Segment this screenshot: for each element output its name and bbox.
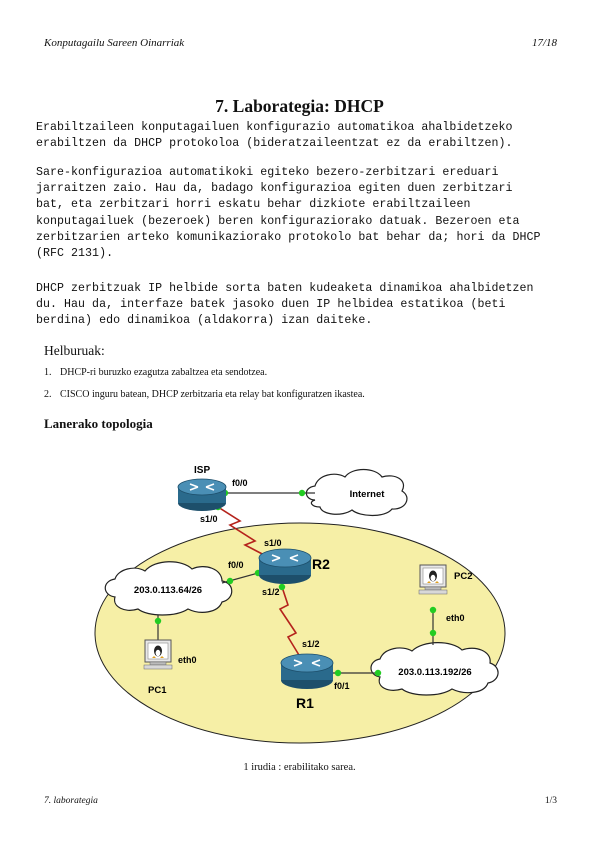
page-number-footer: 1/3 xyxy=(544,796,557,806)
router-isp-icon xyxy=(177,478,227,511)
pc1-computer-icon xyxy=(143,639,173,670)
router-r1-icon xyxy=(280,653,334,689)
pc2-eth-label: eth0 xyxy=(446,613,465,623)
dhcp-service-paragraph: DHCP zerbitzuak IP helbide sorta baten k… xyxy=(36,282,534,328)
router-r2-icon xyxy=(258,548,312,584)
client-server-paragraph: Sare-konfigurazioa automatikoki egiteko … xyxy=(36,166,541,261)
network-left-label: 203.0.113.64/26 xyxy=(134,585,202,596)
r2-label: R2 xyxy=(312,556,330,572)
page-header-left: Konputagailu Sareen Oinarriak xyxy=(44,37,185,49)
network-cloud-right: 203.0.113.192/26 xyxy=(370,642,499,696)
list-item-text: DHCP-ri buruzko ezagutza zabaltzea eta s… xyxy=(60,367,268,378)
objectives-heading: Helburuak: xyxy=(44,343,105,358)
serial-link-r2-r1 xyxy=(278,586,303,661)
r2-f00-label: f0/0 xyxy=(228,560,244,570)
serial-link-isp-r2 xyxy=(217,506,271,559)
objectives-list: 1. DHCP-ri buruzko ezagutza zabaltzea eta… xyxy=(44,362,365,406)
internet-label: Internet xyxy=(350,489,386,500)
page-footer-left: 7. laborategia xyxy=(44,796,98,806)
link-dot xyxy=(429,629,437,637)
topology-heading: Lanerako topologia xyxy=(44,416,153,431)
list-item-text: CISCO inguru batean, DHCP zerbitzaria et… xyxy=(60,389,365,400)
r2-s12-label: s1/2 xyxy=(262,587,280,597)
internet-cloud: Internet xyxy=(305,468,408,517)
pc2-computer-icon xyxy=(418,564,448,595)
link-dot xyxy=(154,617,162,625)
isp-label: ISP xyxy=(194,465,210,476)
r2-s10-label: s1/0 xyxy=(264,538,282,548)
network-cloud-left: 203.0.113.64/26 xyxy=(104,561,233,616)
pc1-eth-label: eth0 xyxy=(178,655,197,665)
list-item-number: 1. xyxy=(44,367,52,378)
r1-s12-label: s1/2 xyxy=(302,639,320,649)
page-number-header: 17/18 xyxy=(531,37,557,49)
r1-f01-label: f0/1 xyxy=(334,681,350,691)
pc2-label: PC2 xyxy=(454,571,472,582)
intro-paragraph: Erabiltzaileen konputagailuen konfiguraz… xyxy=(36,121,513,151)
link-dot xyxy=(278,583,286,591)
figure-caption: 1 irudia : erabilitako sarea. xyxy=(243,762,356,773)
isp-f00-label: f0/0 xyxy=(232,478,248,488)
list-item: 2. CISCO inguru batean, DHCP zerbitzaria … xyxy=(44,384,365,406)
link-dot xyxy=(298,489,306,497)
network-right-label: 203.0.113.192/26 xyxy=(398,667,471,678)
r1-label: R1 xyxy=(296,695,314,711)
list-item-number: 2. xyxy=(44,389,52,400)
network-topology-diagram: Internet 203.0.113.64/26 203.0.113.192/2… xyxy=(94,465,506,744)
page-title: 7. Laborategia: DHCP xyxy=(215,96,384,116)
link-dot xyxy=(334,669,342,677)
pc1-label: PC1 xyxy=(148,685,167,696)
link-dot xyxy=(429,606,437,614)
link-dot xyxy=(374,669,382,677)
isp-s10-label: s1/0 xyxy=(200,514,218,524)
list-item: 1. DHCP-ri buruzko ezagutza zabaltzea eta… xyxy=(44,362,365,384)
link-dot xyxy=(226,577,234,585)
